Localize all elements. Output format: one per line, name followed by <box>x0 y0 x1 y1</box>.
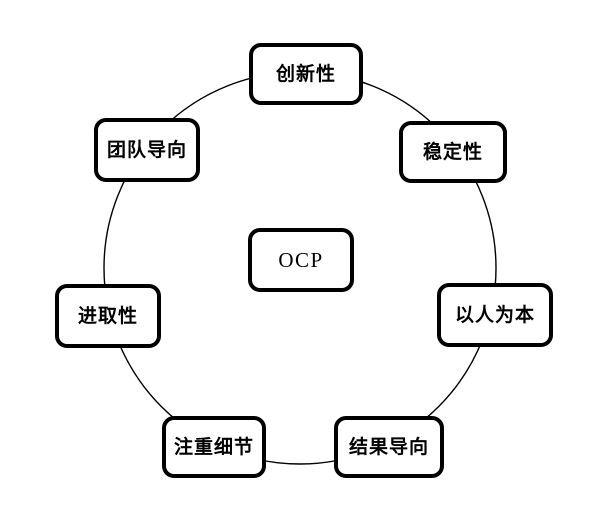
diagram-node-ocp-center: OCP <box>248 228 354 292</box>
node-label: 创新性 <box>275 63 336 85</box>
node-label: 结果导向 <box>348 436 429 458</box>
node-label: 进取性 <box>77 305 138 327</box>
diagram-node-results-oriented: 结果导向 <box>334 416 444 478</box>
node-label: 注重细节 <box>173 436 254 458</box>
diagram-node-team-orientation: 团队导向 <box>94 118 200 182</box>
diagram-node-attention-to-detail: 注重细节 <box>162 416 266 478</box>
diagram-node-innovation: 创新性 <box>249 43 363 105</box>
node-label: 以人为本 <box>454 304 535 326</box>
diagram-node-aggressiveness: 进取性 <box>55 284 161 348</box>
diagram-node-people-oriented: 以人为本 <box>437 283 553 347</box>
node-label: 团队导向 <box>106 139 187 161</box>
node-label: OCP <box>278 247 324 272</box>
diagram-node-stability: 稳定性 <box>399 121 507 183</box>
node-label: 稳定性 <box>422 141 483 163</box>
